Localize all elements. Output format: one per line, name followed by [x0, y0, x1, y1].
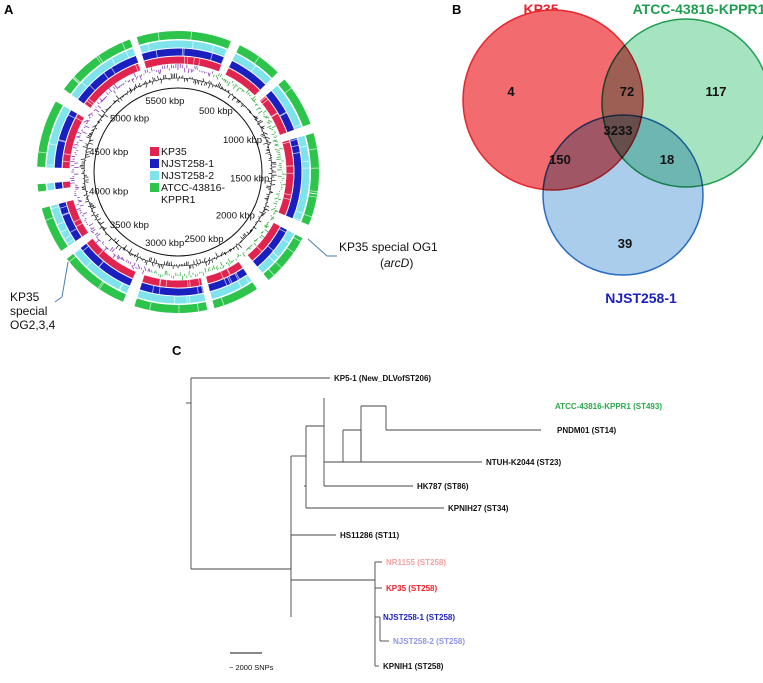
venn-circle-njst258-1 — [542, 114, 704, 276]
leaf-label-kp5-1: KP5-1 (New_DLVofST206) — [334, 374, 431, 383]
callout-og234-line2: special — [10, 304, 47, 318]
leaf-label-kp35: KP35 (ST258) — [386, 584, 437, 593]
leaf-label-njst258-2: NJST258-2 (ST258) — [393, 637, 465, 646]
genome-backbone-circle — [93, 87, 263, 257]
venn-set-label-njst258-1: NJST258-1 — [605, 290, 677, 306]
ring-band-njst258-2 — [46, 40, 310, 304]
venn-set-label-atcc: ATCC-43816-KPPR1 — [633, 1, 763, 17]
venn-count-njst-only: 39 — [618, 236, 632, 251]
ring-band-njst258-1 — [54, 48, 302, 296]
kbp-label: 2000 kbp — [216, 210, 255, 221]
kbp-label: 4000 kbp — [89, 187, 128, 198]
leaf-label-hk787: HK787 (ST86) — [417, 482, 469, 491]
gc-skew-ring — [69, 63, 287, 281]
legend-label-atcc-line2: KPPR1 — [161, 194, 196, 206]
legend-label-kp35: KP35 — [161, 146, 187, 158]
kbp-label: 3500 kbp — [110, 220, 149, 231]
kbp-label: 1000 kbp — [223, 135, 262, 146]
legend-label-atcc: ATCC-43816- — [161, 182, 225, 194]
gc-content-ring — [79, 73, 277, 270]
legend-label-njst258-2: NJST258-2 — [161, 170, 214, 182]
callout-og1-line2: (arcD) — [380, 256, 413, 270]
legend-swatch-atcc — [150, 183, 159, 192]
phylogenetic-tree-clade-lines — [290, 534, 389, 667]
leaf-label-ntuh-k2044: NTUH-K2044 (ST23) — [486, 458, 561, 467]
panel-b-letter: B — [452, 2, 461, 17]
callout-og234-leader — [54, 261, 69, 303]
leaf-label-pndm01: PNDM01 (ST14) — [557, 426, 616, 435]
panel-a: A 500 kbp 1000 kbp 1500 kbp 2000 kbp 2500 kb… — [4, 2, 438, 332]
panel-a-letter: A — [4, 2, 14, 17]
callout-og234: KP35 special OG2,3,4 — [10, 261, 69, 332]
phylogenetic-tree-branches — [186, 377, 541, 570]
venn-count-atcc-only: 117 — [706, 84, 727, 99]
kbp-label: 2500 kbp — [184, 234, 223, 245]
panel-b: B KP35 ATCC-43816-KPPR1 NJST258-1 4 117 … — [452, 1, 763, 306]
venn-count-all-three: 3233 — [604, 123, 633, 138]
tree-scale-label: ~ 2000 SNPs — [229, 663, 274, 672]
venn-count-atcc-njst: 18 — [660, 152, 674, 167]
kbp-label: 500 kbp — [199, 106, 233, 117]
venn-count-kp35-njst: 150 — [549, 152, 571, 167]
genome-ring-diagram — [37, 31, 319, 313]
tree-leaf-labels: KP5-1 (New_DLVofST206) ATCC-43816-KPPR1 … — [334, 374, 662, 671]
callout-og1-leader — [307, 238, 337, 257]
panel-c: C — [172, 343, 662, 672]
kbp-label: 1500 kbp — [230, 174, 269, 185]
ring-band-kp35 — [62, 56, 294, 288]
kbp-label: 4500 kbp — [89, 147, 128, 158]
kbp-label: 5500 kbp — [145, 96, 184, 107]
leaf-label-hs11286: HS11286 (ST11) — [340, 531, 399, 540]
callout-og234-line1: KP35 — [10, 290, 40, 304]
venn-count-kp35-atcc: 72 — [620, 84, 634, 99]
panel-c-letter: C — [172, 343, 182, 358]
leaf-label-njst258-1: NJST258-1 (ST258) — [383, 613, 455, 622]
kbp-label: 5000 kbp — [110, 114, 149, 125]
legend-label-njst258-1: NJST258-1 — [161, 158, 214, 170]
legend-swatch-kp35 — [150, 147, 159, 156]
ring-band-atcc — [37, 31, 319, 313]
callout-og1-line1: KP35 special OG1 — [339, 240, 438, 254]
venn-count-kp35-only: 4 — [507, 84, 515, 99]
leaf-label-kpnih27: KPNIH27 (ST34) — [448, 504, 509, 513]
leaf-label-nr1155: NR1155 (ST258) — [386, 558, 446, 567]
kbp-label: 3000 kbp — [145, 238, 184, 249]
callout-og234-line3: OG2,3,4 — [10, 318, 56, 332]
ring-legend: KP35 NJST258-1 NJST258-2 ATCC-43816- KPP… — [150, 146, 225, 206]
callout-og1: KP35 special OG1 (arcD) — [307, 238, 438, 270]
leaf-label-kpnih1: KPNIH1 (ST258) — [383, 662, 444, 671]
venn-circles — [462, 9, 763, 276]
leaf-label-atcc-43816-kppr1: ATCC-43816-KPPR1 (ST493) — [555, 402, 662, 411]
legend-swatch-njst258-1 — [150, 159, 159, 168]
legend-swatch-njst258-2 — [150, 171, 159, 180]
